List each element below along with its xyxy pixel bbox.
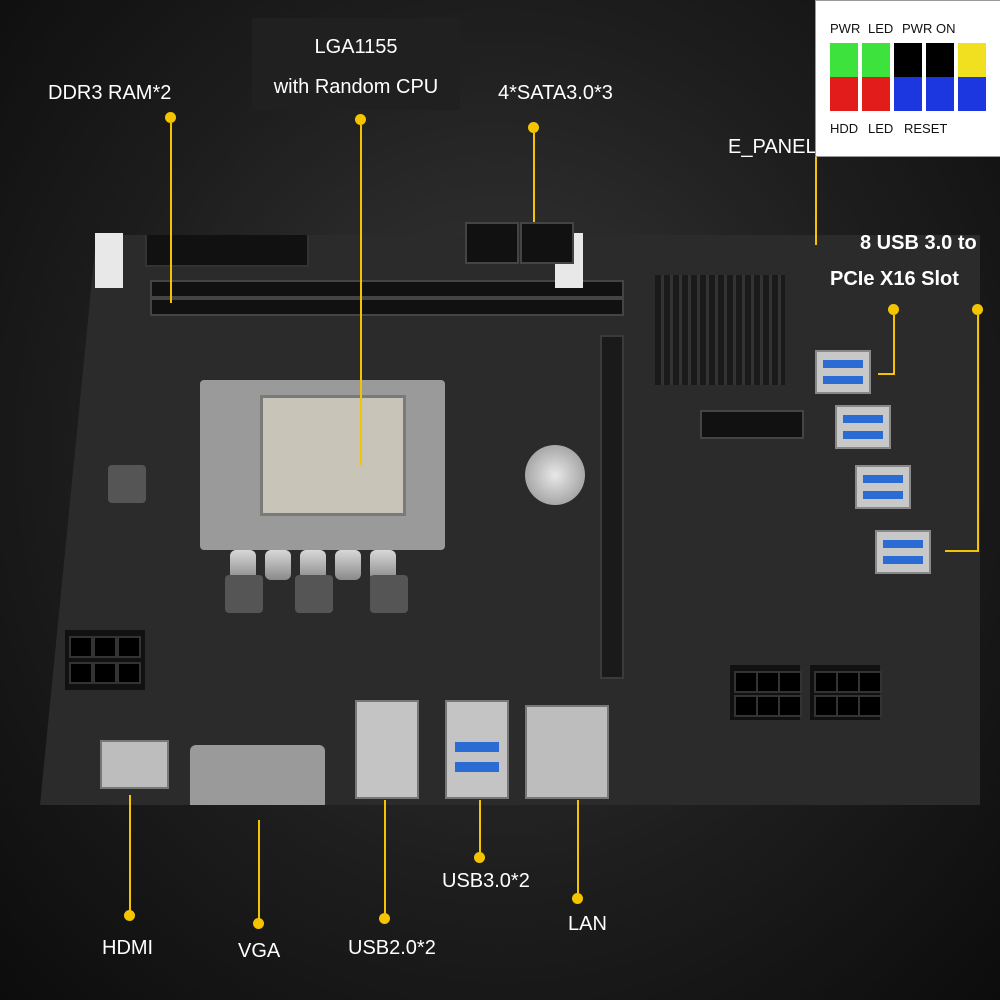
legend-pin	[958, 43, 986, 77]
hdmi-port	[100, 740, 169, 789]
label-vga: VGA	[238, 940, 281, 962]
label-usb2: USB2.0*2	[348, 937, 436, 959]
legend-pin	[862, 77, 890, 111]
legend-pin	[894, 77, 922, 111]
label-ddr3: DDR3 RAM*2	[48, 82, 172, 104]
label-usb-pcie-line2: PCIe X16 Slot	[830, 268, 959, 290]
callout-line	[878, 373, 895, 375]
legend-pin	[894, 43, 922, 77]
usb3-port-pair	[835, 405, 891, 449]
usb3-port-pair	[855, 465, 911, 509]
front-panel-legend: PWR LED PWR ON HDD LED RESET	[815, 0, 1000, 157]
legend-pin	[830, 43, 858, 77]
callout-dot	[572, 893, 583, 904]
callout-line	[384, 800, 386, 915]
callout-line	[977, 315, 979, 552]
dimm-clip	[95, 233, 123, 288]
callout-line	[170, 123, 172, 303]
pcie-power-connector	[730, 665, 802, 720]
label-lan: LAN	[568, 913, 607, 935]
motherboard-image	[40, 235, 980, 805]
callout-line	[360, 125, 362, 465]
inductor	[108, 465, 146, 503]
legend-pin	[958, 77, 986, 111]
chipset-heatsink	[655, 275, 785, 385]
callout-dot	[972, 304, 983, 315]
label-hdmi: HDMI	[102, 937, 154, 959]
usb3-port-pair	[815, 350, 871, 394]
legend-top-label: PWR	[830, 21, 861, 36]
legend-pin	[926, 43, 954, 77]
legend-top-label: ON	[936, 21, 956, 36]
usb3-port-pair	[875, 530, 931, 574]
label-sata: 4*SATA3.0*3	[498, 82, 613, 104]
callout-dot	[888, 304, 899, 315]
dimm-slot	[150, 280, 624, 298]
inductor	[225, 575, 263, 613]
callout-dot	[253, 918, 264, 929]
sata-connector	[465, 222, 519, 264]
callout-line	[533, 133, 535, 235]
cmos-battery	[525, 445, 585, 505]
callout-dot	[474, 852, 485, 863]
callout-line	[893, 315, 895, 375]
capacitor	[265, 550, 291, 580]
usb2-ports	[355, 700, 419, 799]
legend-pin	[830, 77, 858, 111]
cpu-chip	[260, 395, 406, 516]
capacitor	[335, 550, 361, 580]
legend-pin	[862, 43, 890, 77]
lan-port	[525, 705, 609, 799]
legend-pin	[926, 77, 954, 111]
label-cpu-line2: with Random CPU	[273, 76, 439, 98]
callout-line	[577, 800, 579, 895]
pcie-slot	[600, 335, 624, 679]
sata-connector	[520, 222, 574, 264]
callout-line	[129, 795, 131, 912]
callout-dot	[165, 112, 176, 123]
callout-dot	[355, 114, 366, 125]
callout-line	[258, 820, 260, 920]
cpu-label-box: LGA1155 with Random CPU	[252, 18, 460, 110]
cpu-power-connector	[65, 630, 145, 690]
dimm-slot	[150, 298, 624, 316]
inductor	[370, 575, 408, 613]
callout-dot	[528, 122, 539, 133]
pcie-power-connector	[810, 665, 882, 720]
label-usb-pcie-line1: 8 USB 3.0 to	[860, 232, 977, 254]
inductor	[295, 575, 333, 613]
legend-bottom-label: LED	[868, 121, 894, 136]
atx-24pin-connector	[145, 235, 309, 267]
legend-top-label: PWR	[902, 21, 933, 36]
callout-line	[945, 550, 979, 552]
callout-line	[815, 150, 817, 245]
m2-slot	[700, 410, 804, 439]
legend-bottom-label: HDD	[830, 121, 859, 136]
usb3-rear-ports	[445, 700, 509, 799]
callout-dot	[124, 910, 135, 921]
label-usb3: USB3.0*2	[442, 870, 530, 892]
label-e-panel: E_PANEL	[728, 136, 817, 158]
legend-bottom-label: RESET	[904, 121, 948, 136]
callout-dot	[379, 913, 390, 924]
callout-line	[479, 800, 481, 855]
vga-port	[190, 745, 325, 805]
label-cpu-line1: LGA1155	[314, 36, 398, 58]
legend-top-label: LED	[868, 21, 894, 36]
